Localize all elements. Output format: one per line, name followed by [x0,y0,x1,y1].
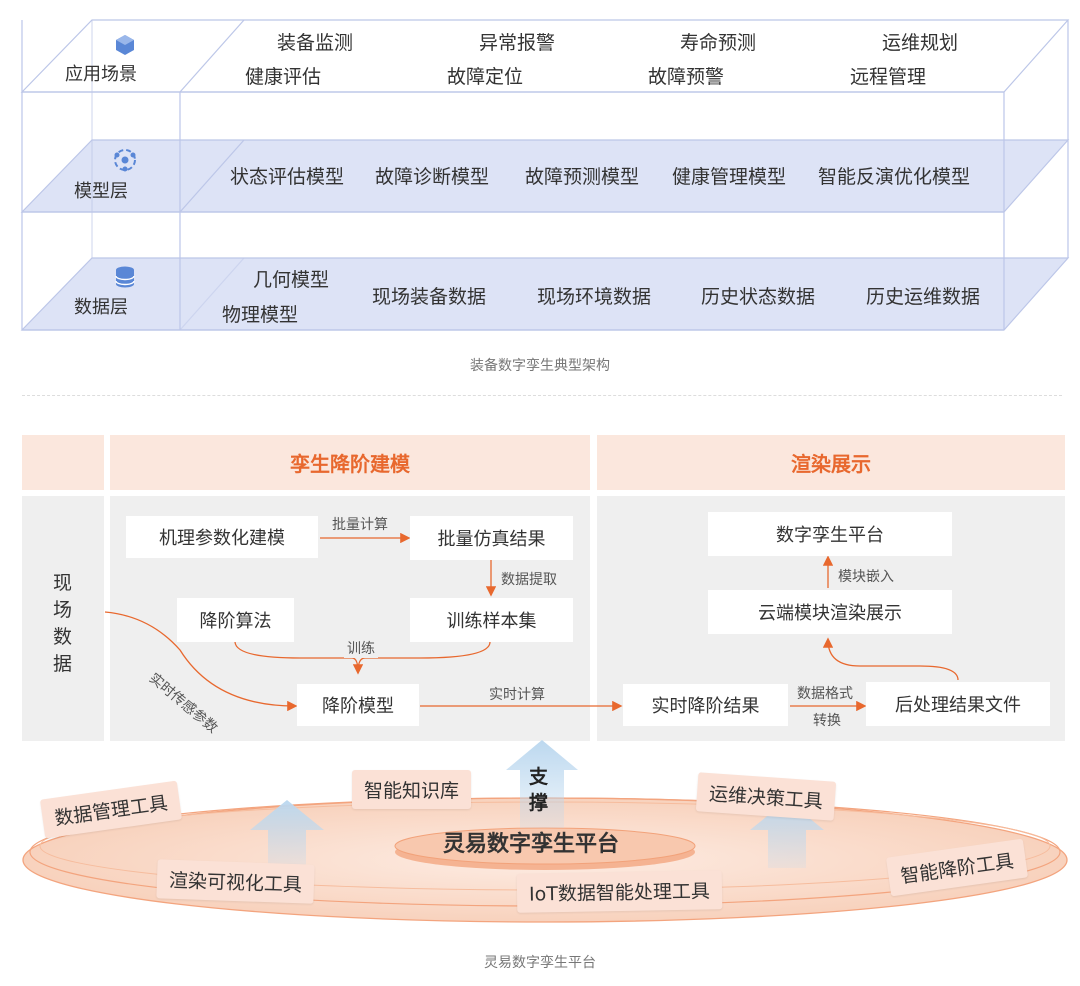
node-training-set: 训练样本集 [410,598,573,642]
app-item: 故障定位 [447,66,524,88]
cube-icon [116,35,134,55]
layer-label-app: 应用场景 [65,64,137,85]
node-twin-platform: 数字孪生平台 [708,512,952,556]
platform-caption: 灵易数字孪生平台 [484,955,596,971]
node-realtime-result: 实时降阶结果 [623,684,788,726]
database-icon [115,266,135,288]
app-item: 故障预警 [648,66,725,88]
app-item: 异常报警 [479,32,556,54]
model-item: 健康管理模型 [672,166,787,188]
label-format-convert-2: 转换 [813,713,841,729]
node-reduced-model: 降阶模型 [297,684,419,726]
up-arrow-icon [250,800,324,868]
header-corner [22,435,104,490]
field-data-column [22,496,104,741]
app-item: 健康评估 [245,66,322,88]
node-mechanism-modeling: 机理参数化建模 [126,516,318,558]
app-item: 寿命预测 [680,32,757,54]
data-item-geometry: 几何模型 [253,269,330,291]
model-item: 智能反演优化模型 [818,166,971,188]
data-item-physics: 物理模型 [222,304,299,326]
edge-train-right [352,641,491,675]
edge-to-cloud-render [822,637,959,681]
app-item: 远程管理 [850,66,927,88]
data-item: 现场装备数据 [372,286,487,308]
header-twin-reduction-modeling: 孪生降阶建模 [110,435,590,490]
network-nodes-icon [114,149,136,172]
app-item: 装备监测 [277,32,354,54]
support-label: 支 撑 [529,766,549,814]
architecture-box [20,19,1070,331]
data-item: 历史运维数据 [866,286,981,308]
node-cloud-render: 云端模块渲染展示 [708,590,952,634]
model-item: 故障诊断模型 [375,166,490,188]
label-train: 训练 [344,638,378,658]
label-batch-compute: 批量计算 [332,517,388,533]
support-arrow-icon [506,740,578,828]
label-format-convert-1: 数据格式 [797,686,853,702]
label-module-embed: 模块嵌入 [838,569,894,585]
label-realtime-compute: 实时计算 [489,687,545,703]
layer-label-model: 模型层 [74,181,128,202]
layer-label-data: 数据层 [74,297,128,318]
data-item: 现场环境数据 [537,286,652,308]
node-reduction-algorithm: 降阶算法 [177,598,294,642]
app-item: 运维规划 [882,32,959,54]
platform-name: 灵易数字孪生平台 [443,832,620,857]
node-postprocess-file: 后处理结果文件 [866,682,1050,726]
header-render-display: 渲染展示 [597,435,1065,490]
architecture-caption: 装备数字孪生典型架构 [470,358,610,374]
section-divider [22,395,1062,396]
model-item: 故障预测模型 [525,166,640,188]
label-data-extract: 数据提取 [501,572,557,588]
tool-knowledge-base: 智能知识库 [352,770,472,809]
tool-render-visualization: 渲染可视化工具 [156,859,315,904]
field-data-label: 现 场 数 据 [53,572,73,675]
node-batch-sim-result: 批量仿真结果 [410,516,573,560]
data-item: 历史状态数据 [701,286,816,308]
model-item: 状态评估模型 [230,166,345,188]
edge-realtime-sensor [104,611,298,712]
tool-iot-processing: IoT数据智能处理工具 [516,870,723,913]
